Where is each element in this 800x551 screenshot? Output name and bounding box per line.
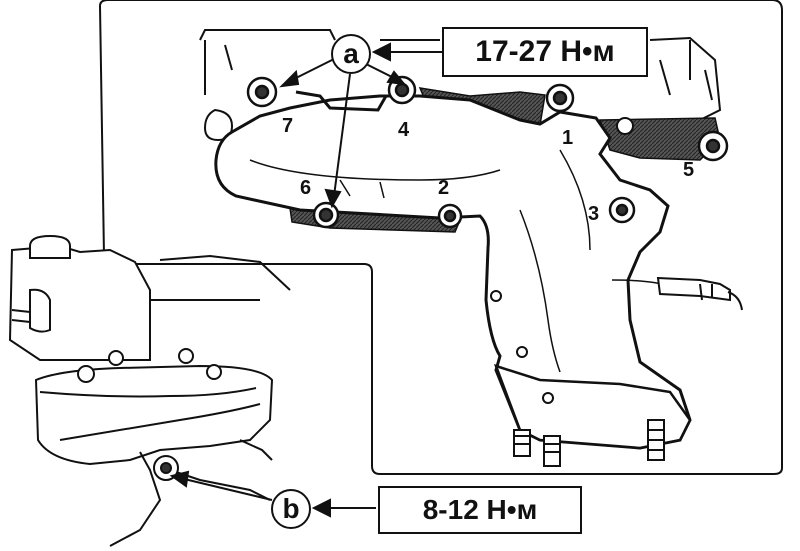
bolt-label-2: 2 (438, 177, 449, 199)
flange-hole (516, 346, 528, 358)
bolt-label-5: 5 (683, 159, 694, 181)
torque-spec-a: 17-27 Н•м (442, 27, 648, 77)
cylinder-head (199, 29, 722, 142)
callout-b: b (271, 489, 311, 529)
exhaust-manifold (214, 94, 692, 450)
bolt-label-6: 6 (300, 177, 311, 199)
bolt-label-4: 4 (398, 119, 410, 141)
bracket (295, 90, 388, 112)
oxygen-sensor (656, 276, 743, 311)
callout-a: a (331, 34, 371, 74)
flange-studs (513, 419, 665, 467)
manifold-bolts (246, 75, 729, 229)
callout-a-arrows (279, 42, 442, 209)
lower-engine-view (8, 234, 291, 547)
bolt-label-1: 1 (562, 127, 573, 149)
flange-hole (542, 392, 554, 404)
torque-spec-b: 8-12 Н•м (378, 486, 582, 534)
boss-hole (616, 117, 634, 135)
flange-hole (490, 290, 502, 302)
callout-b-arrows (169, 470, 376, 518)
bolt-label-7: 7 (282, 115, 293, 137)
bolt-label-3: 3 (588, 203, 599, 225)
